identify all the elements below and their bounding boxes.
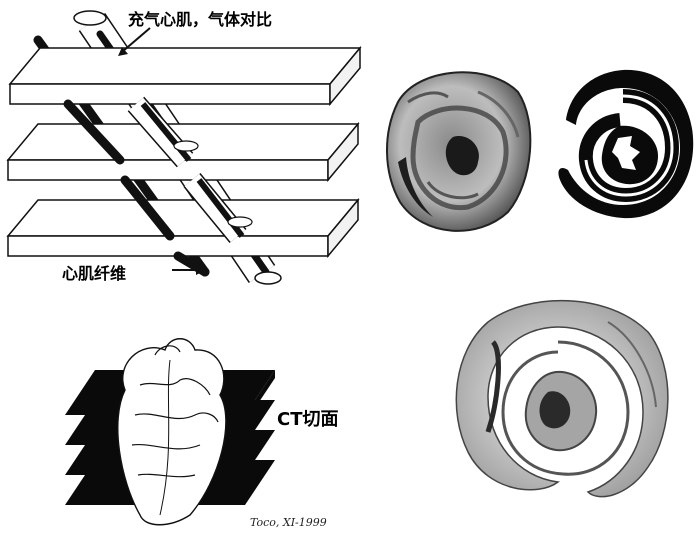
ct-section-diagram: [65, 338, 275, 526]
arrow-gas-label: [118, 27, 151, 56]
spiral-specimen-photo: [455, 299, 669, 498]
heart-section-photo: [386, 71, 532, 232]
artist-signature: Toco, XI-1999: [250, 516, 327, 529]
heart-outline: [117, 338, 227, 526]
fiber-slab-diagram: [6, 10, 362, 285]
label-myocardial-fibers: 心肌纤维: [62, 264, 127, 283]
label-gas-contrast: 充气心肌，气体对比: [128, 10, 273, 29]
slab-bottom: [6, 197, 360, 259]
slab-top: [8, 45, 362, 107]
label-ct-section: CT切面: [277, 409, 339, 430]
arrow-fiber-label: [172, 265, 206, 275]
spiral-schematic: [558, 69, 694, 219]
